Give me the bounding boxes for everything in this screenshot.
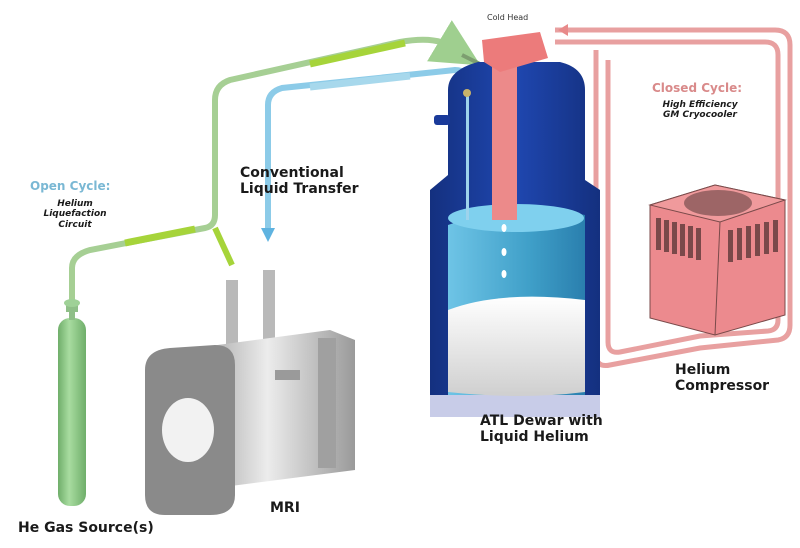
open-cycle-title: Open Cycle: bbox=[30, 179, 111, 193]
compressor-label: Helium Compressor bbox=[675, 362, 769, 394]
closed-cycle-line-1: High Efficiency bbox=[662, 100, 738, 110]
gas-cylinder bbox=[58, 299, 86, 506]
gas-source-label: He Gas Source(s) bbox=[18, 520, 154, 536]
closed-cycle-subtitle: High Efficiency GM Cryocooler bbox=[650, 100, 750, 121]
mri-magnet bbox=[145, 270, 355, 515]
conventional-line-2: Liquid Transfer bbox=[240, 181, 359, 198]
open-cycle-line-3: Circuit bbox=[58, 219, 92, 230]
dewar-label: ATL Dewar with Liquid Helium bbox=[480, 413, 603, 445]
compressor-line-2: Compressor bbox=[675, 378, 770, 395]
conventional-transfer-label: Conventional Liquid Transfer bbox=[240, 165, 359, 197]
open-cycle-subtitle: Helium Liquefaction Circuit bbox=[30, 199, 120, 230]
dewar-line-1: ATL Dewar with bbox=[480, 413, 603, 429]
atl-dewar bbox=[430, 32, 600, 417]
closed-cycle-line-2: GM Cryocooler bbox=[663, 110, 737, 121]
helium-compressor bbox=[648, 184, 787, 336]
dewar-line-2: Liquid Helium bbox=[480, 429, 589, 446]
compressor-line-1: Helium bbox=[675, 362, 731, 378]
cold-head-label: Cold Head bbox=[487, 13, 529, 22]
mri-label: MRI bbox=[270, 500, 300, 516]
open-cycle-line-2: Liquefaction bbox=[43, 209, 107, 220]
conventional-line-1: Conventional bbox=[240, 165, 344, 181]
open-cycle-pipe bbox=[69, 20, 489, 300]
open-cycle-line-1: Helium bbox=[57, 199, 93, 209]
closed-cycle-title: Closed Cycle: bbox=[652, 81, 743, 95]
